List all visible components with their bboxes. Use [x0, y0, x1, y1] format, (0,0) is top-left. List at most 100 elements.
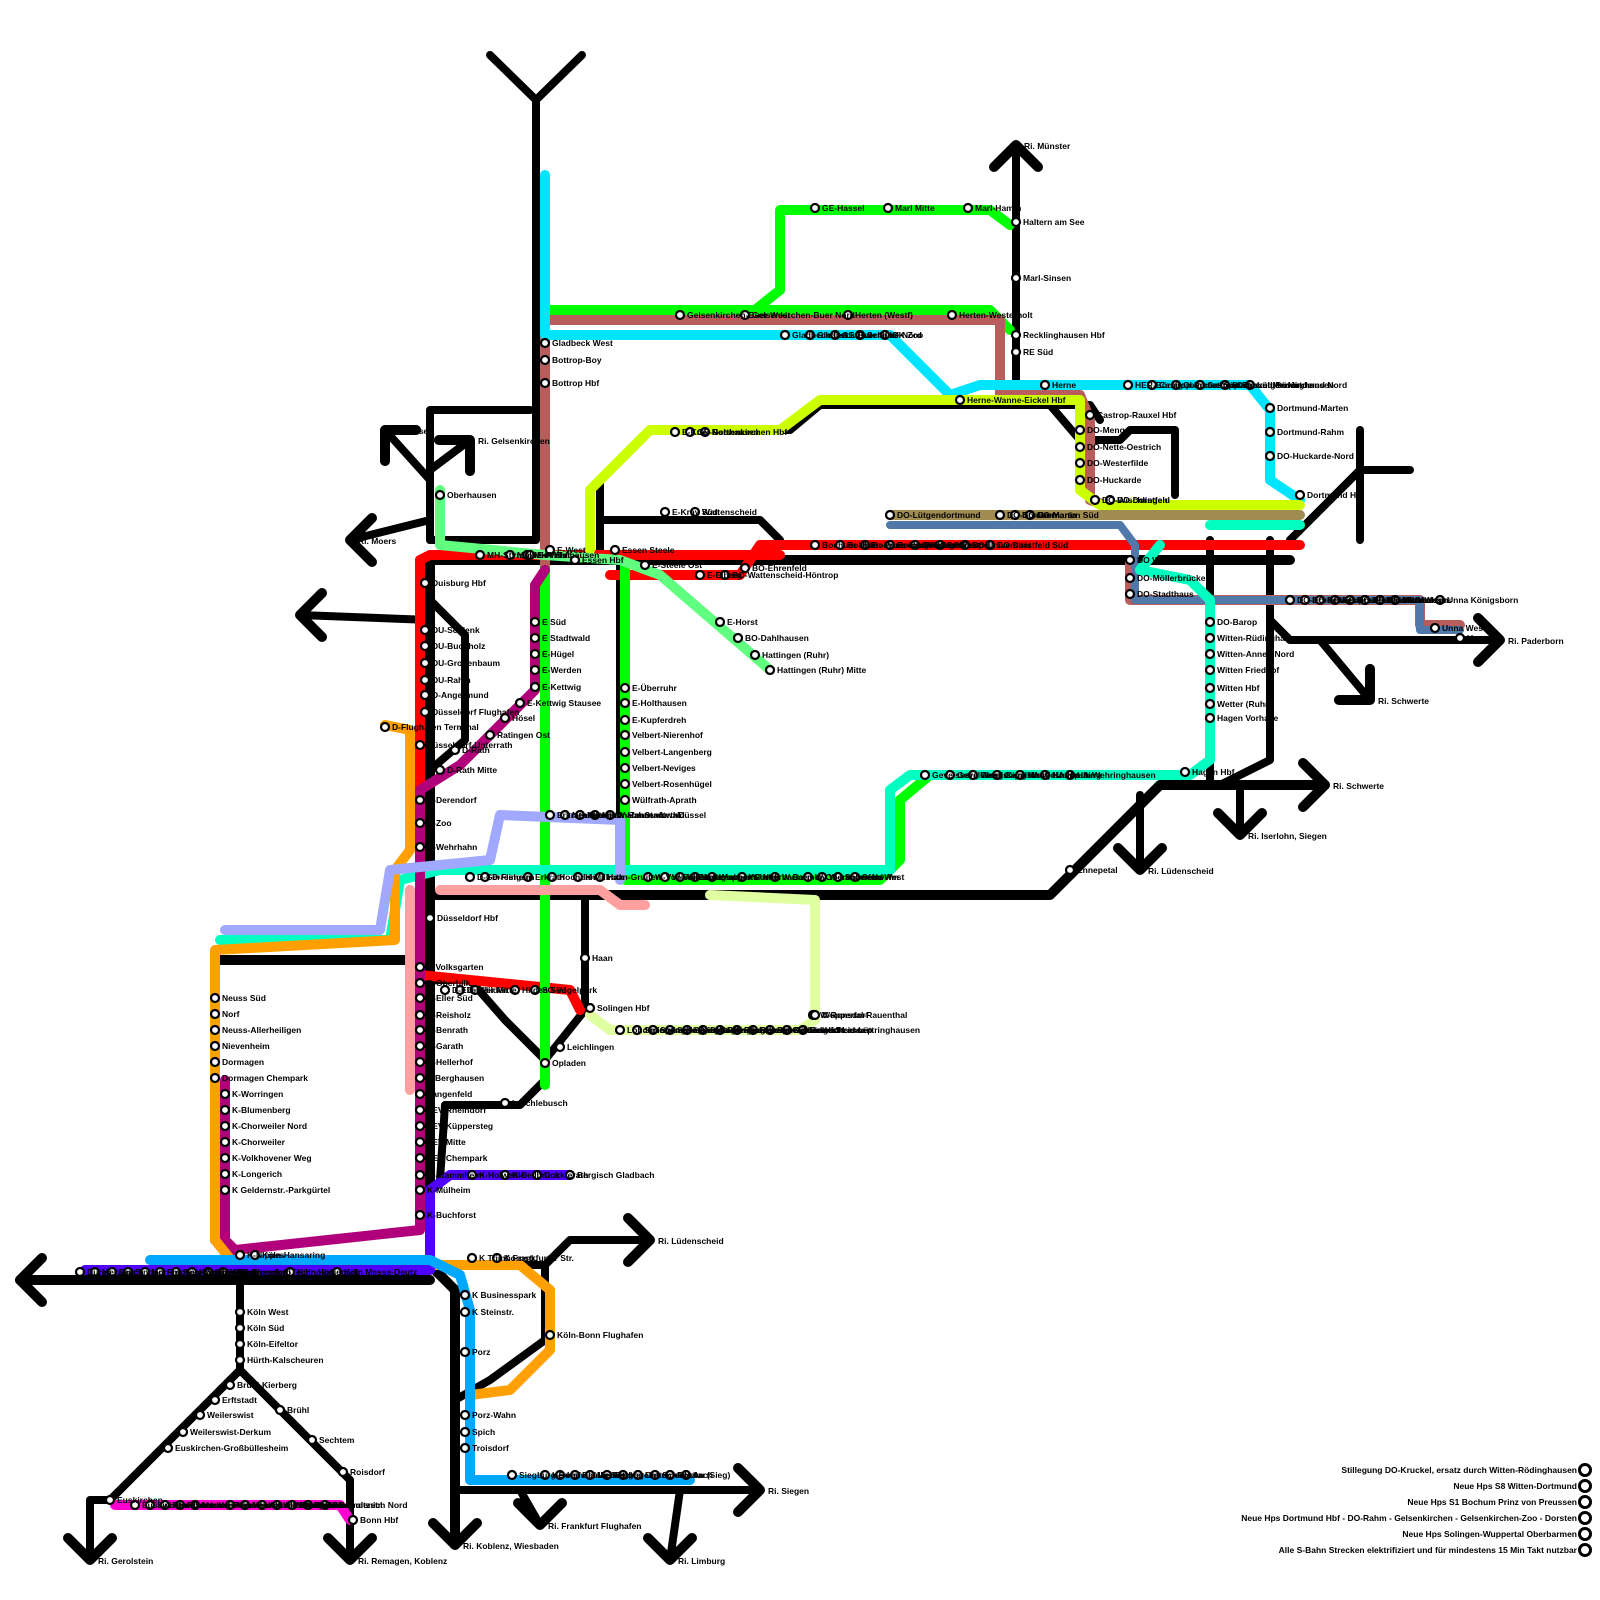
- station-marker[interactable]: [879, 329, 891, 341]
- station-marker[interactable]: [1010, 346, 1022, 358]
- station-marker[interactable]: [144, 1499, 156, 1511]
- station-marker[interactable]: [769, 871, 781, 883]
- station-marker[interactable]: [189, 1499, 201, 1511]
- station-marker[interactable]: [439, 984, 451, 996]
- station-marker[interactable]: [1329, 594, 1341, 606]
- station-marker[interactable]: [504, 549, 516, 561]
- station-marker[interactable]: [1074, 457, 1086, 469]
- station-marker[interactable]: [1389, 594, 1401, 606]
- station-marker[interactable]: [414, 1040, 426, 1052]
- station-marker[interactable]: [579, 952, 591, 964]
- station-marker[interactable]: [414, 1184, 426, 1196]
- station-marker[interactable]: [642, 871, 654, 883]
- station-marker[interactable]: [584, 1469, 596, 1481]
- station-marker[interactable]: [544, 1329, 556, 1341]
- station-marker[interactable]: [1014, 769, 1026, 781]
- station-marker[interactable]: [1264, 450, 1276, 462]
- station-marker[interactable]: [1074, 441, 1086, 453]
- station-marker[interactable]: [219, 1088, 231, 1100]
- station-marker[interactable]: [454, 984, 466, 996]
- station-marker[interactable]: [544, 809, 556, 821]
- station-marker[interactable]: [224, 1499, 236, 1511]
- station-marker[interactable]: [434, 764, 446, 776]
- station-marker[interactable]: [1434, 594, 1446, 606]
- station-marker[interactable]: [664, 1024, 676, 1036]
- station-marker[interactable]: [1204, 682, 1216, 694]
- station-marker[interactable]: [306, 1434, 318, 1446]
- station-marker[interactable]: [414, 992, 426, 1004]
- station-marker[interactable]: [829, 329, 841, 341]
- station-marker[interactable]: [1194, 379, 1206, 391]
- station-marker[interactable]: [919, 769, 931, 781]
- station-marker[interactable]: [219, 1120, 231, 1132]
- station-marker[interactable]: [764, 1024, 776, 1036]
- station-marker[interactable]: [524, 549, 536, 561]
- station-marker[interactable]: [499, 1097, 511, 1109]
- station-marker[interactable]: [689, 871, 701, 883]
- station-marker[interactable]: [414, 1169, 426, 1181]
- station-marker[interactable]: [89, 1266, 101, 1278]
- station-marker[interactable]: [884, 509, 896, 521]
- station-marker[interactable]: [1089, 494, 1101, 506]
- station-marker[interactable]: [809, 539, 821, 551]
- station-marker[interactable]: [619, 697, 631, 709]
- station-marker[interactable]: [531, 1169, 543, 1181]
- station-marker[interactable]: [732, 632, 744, 644]
- station-marker[interactable]: [202, 1266, 214, 1278]
- station-marker[interactable]: [271, 1499, 283, 1511]
- station-marker[interactable]: [234, 1306, 246, 1318]
- station-marker[interactable]: [619, 778, 631, 790]
- station-marker[interactable]: [414, 961, 426, 973]
- station-marker[interactable]: [739, 562, 751, 574]
- station-marker[interactable]: [419, 640, 431, 652]
- station-marker[interactable]: [569, 1469, 581, 1481]
- station-marker[interactable]: [459, 1442, 471, 1454]
- station-marker[interactable]: [764, 664, 776, 676]
- station-marker[interactable]: [604, 809, 616, 821]
- station-marker[interactable]: [1264, 402, 1276, 414]
- station-marker[interactable]: [219, 1104, 231, 1116]
- station-marker[interactable]: [1204, 712, 1216, 724]
- station-marker[interactable]: [170, 1266, 182, 1278]
- station-marker[interactable]: [209, 1056, 221, 1068]
- station-marker[interactable]: [509, 984, 521, 996]
- station-marker[interactable]: [694, 569, 706, 581]
- station-marker[interactable]: [464, 871, 476, 883]
- station-marker[interactable]: [674, 309, 686, 321]
- station-marker[interactable]: [459, 1426, 471, 1438]
- station-marker[interactable]: [239, 1499, 251, 1511]
- station-marker[interactable]: [539, 337, 551, 349]
- station-marker[interactable]: [484, 729, 496, 741]
- station-marker[interactable]: [1084, 409, 1096, 421]
- station-marker[interactable]: [779, 329, 791, 341]
- station-marker[interactable]: [234, 1354, 246, 1366]
- station-marker[interactable]: [1010, 329, 1022, 341]
- station-marker[interactable]: [419, 577, 431, 589]
- station-marker[interactable]: [1010, 216, 1022, 228]
- station-marker[interactable]: [546, 871, 558, 883]
- station-marker[interactable]: [1064, 864, 1076, 876]
- station-marker[interactable]: [619, 762, 631, 774]
- station-marker[interactable]: [1264, 426, 1276, 438]
- station-marker[interactable]: [469, 984, 481, 996]
- station-marker[interactable]: [539, 354, 551, 366]
- station-marker[interactable]: [1179, 766, 1191, 778]
- station-marker[interactable]: [909, 539, 921, 551]
- station-marker[interactable]: [1039, 769, 1051, 781]
- station-marker[interactable]: [1104, 494, 1116, 506]
- station-marker[interactable]: [684, 426, 696, 438]
- station-marker[interactable]: [984, 539, 996, 551]
- station-marker[interactable]: [689, 506, 701, 518]
- station-marker[interactable]: [649, 1469, 661, 1481]
- station-marker[interactable]: [674, 871, 686, 883]
- station-marker[interactable]: [804, 329, 816, 341]
- station-marker[interactable]: [219, 1152, 231, 1164]
- station-marker[interactable]: [209, 1072, 221, 1084]
- station-marker[interactable]: [414, 739, 426, 751]
- station-marker[interactable]: [414, 1056, 426, 1068]
- station-marker[interactable]: [991, 769, 1003, 781]
- station-marker[interactable]: [499, 712, 511, 724]
- station-marker[interactable]: [274, 1404, 286, 1416]
- station-marker[interactable]: [1344, 594, 1356, 606]
- station-marker[interactable]: [414, 794, 426, 806]
